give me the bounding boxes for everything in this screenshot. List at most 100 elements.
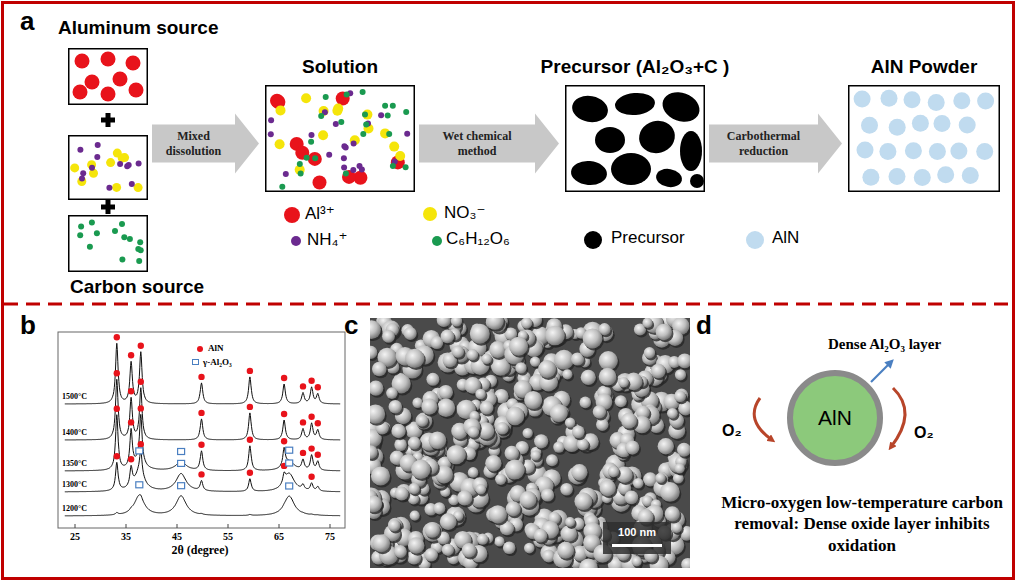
aln-peak-marker — [128, 419, 134, 425]
particle — [85, 75, 100, 90]
aln-particle — [953, 92, 970, 109]
aln-peak-marker — [281, 438, 287, 444]
particle — [283, 171, 289, 177]
precursor-particle — [570, 93, 610, 125]
xrd-curve — [65, 379, 340, 440]
grain — [424, 522, 440, 538]
particle — [351, 140, 357, 146]
grain — [545, 326, 565, 346]
grain — [583, 329, 603, 349]
aln-peak-marker — [300, 383, 306, 389]
node-illustration — [848, 85, 1000, 192]
grain — [370, 381, 383, 396]
grain — [391, 424, 405, 438]
grain — [656, 472, 668, 484]
aln-peak-marker — [247, 437, 253, 443]
legend-text: AlN — [208, 343, 224, 353]
aln-peak-marker — [138, 405, 144, 411]
particle — [336, 92, 350, 106]
aln-particle — [912, 115, 929, 132]
legend-text: NH₄⁺ — [307, 229, 347, 250]
grain — [681, 558, 690, 568]
grain — [424, 548, 438, 562]
aln-particle — [976, 143, 993, 160]
legend-text: Precursor — [611, 228, 685, 248]
grain — [437, 318, 451, 327]
aln-particle — [857, 141, 874, 158]
aln-peak-marker — [308, 414, 314, 420]
legend-swatch — [291, 236, 301, 246]
grain — [395, 487, 409, 501]
particle — [304, 155, 310, 161]
particle — [390, 103, 396, 109]
grain — [370, 346, 377, 359]
grain — [440, 513, 457, 530]
particle — [343, 171, 349, 177]
aln-peak-marker — [308, 474, 314, 480]
particle — [136, 161, 142, 167]
particle — [359, 167, 365, 173]
grain — [441, 330, 455, 344]
grain — [521, 318, 532, 329]
grain — [467, 426, 479, 438]
aln-particle — [904, 91, 921, 108]
grain — [580, 397, 592, 409]
panel-letter: b — [20, 310, 36, 341]
grain — [411, 460, 430, 479]
layer-label: Dense Al₂O₃ layer — [828, 336, 941, 353]
grain — [470, 324, 490, 344]
temperature-label: 1200°C — [62, 504, 87, 513]
particle — [312, 155, 318, 161]
particle — [112, 228, 118, 234]
grain — [615, 395, 627, 407]
aln-peak-marker — [114, 334, 120, 340]
aln-peak-marker — [114, 406, 120, 412]
grain — [506, 407, 525, 426]
xrd-curve — [65, 343, 340, 404]
grain — [509, 337, 528, 356]
grain — [475, 389, 486, 400]
particle — [101, 52, 116, 67]
scale-patch — [603, 522, 671, 554]
grain — [538, 360, 556, 378]
xrd-curve — [65, 414, 340, 470]
particle — [137, 239, 143, 245]
particle — [80, 170, 86, 176]
legend-swatch — [423, 207, 437, 221]
aln-peak-marker — [281, 375, 287, 381]
aln-peak-marker — [247, 404, 253, 410]
precursor-particle — [690, 174, 704, 188]
sem-ground — [370, 318, 690, 568]
grain — [599, 351, 618, 370]
node-text: AlN — [818, 406, 852, 430]
aln-peak-marker — [198, 374, 204, 380]
aln-peak-marker — [308, 445, 314, 451]
grain — [468, 467, 479, 478]
grain — [581, 370, 596, 385]
layer-pointer — [871, 362, 891, 382]
grain — [457, 490, 472, 505]
grain — [625, 490, 639, 504]
aln-particle — [861, 117, 878, 134]
grain — [462, 543, 476, 557]
particle — [79, 176, 85, 182]
axis-tick — [177, 524, 178, 528]
box-outline — [69, 216, 148, 272]
grain — [371, 466, 390, 485]
grain — [523, 428, 533, 438]
grain — [408, 437, 421, 450]
particle — [78, 224, 84, 230]
particle — [77, 147, 83, 153]
xrd-chart — [58, 332, 345, 528]
scale-label: 100 nm — [618, 526, 656, 538]
aln-particle — [977, 93, 994, 110]
particle — [403, 109, 409, 115]
grain — [534, 434, 548, 448]
particle — [323, 94, 329, 100]
scale-bar — [612, 544, 662, 547]
axis-tick — [126, 524, 127, 528]
panel-frame — [3, 3, 1014, 579]
aln-peak-marker — [315, 384, 321, 390]
oxygen-arrow — [891, 388, 905, 447]
grain — [442, 544, 454, 556]
